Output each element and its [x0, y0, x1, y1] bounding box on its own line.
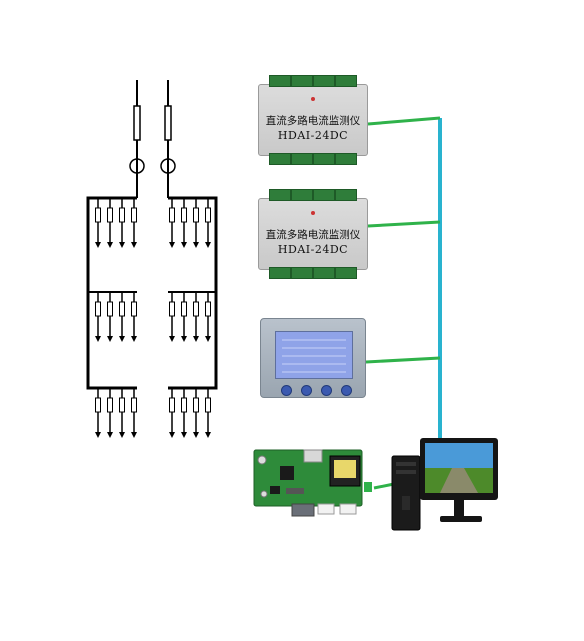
desktop-computer-icon [388, 436, 500, 536]
link-controller [373, 482, 395, 490]
branch-arrow [95, 336, 101, 342]
terminal-block [269, 267, 291, 279]
terminal-block [291, 267, 313, 279]
status-led [311, 211, 315, 215]
pcb-board-icon [252, 446, 374, 518]
branch-arrow [169, 432, 175, 438]
branch-arrow [119, 336, 125, 342]
branch-arrow [107, 432, 113, 438]
branch-fuse [95, 301, 101, 317]
meter-button [321, 385, 332, 396]
branch-fuse [119, 301, 125, 317]
bottom-terminal-row [269, 267, 357, 279]
branch-arrow [131, 336, 137, 342]
terminal-block [313, 189, 335, 201]
branch-fuse [205, 397, 211, 413]
branch-fuse [95, 397, 101, 413]
meter-button [281, 385, 292, 396]
branch-fuse [205, 207, 211, 223]
lcd-meter-icon [260, 318, 366, 398]
branch-fuse [181, 207, 187, 223]
branch-fuse [205, 301, 211, 317]
branch-fuse [181, 301, 187, 317]
branch-arrow [169, 336, 175, 342]
branch-arrow [169, 242, 175, 248]
module-model: HDAI-24DC [277, 243, 349, 256]
branch-arrow [119, 432, 125, 438]
branch-arrow [205, 242, 211, 248]
terminal-block [335, 75, 357, 87]
meter-button [341, 385, 352, 396]
branch-arrow [95, 432, 101, 438]
top-terminal-row [269, 189, 357, 201]
branch-fuse [107, 397, 113, 413]
current-transformer-right [160, 158, 176, 174]
branch-fuse [119, 207, 125, 223]
branch-fuse [119, 397, 125, 413]
branch-arrow [205, 432, 211, 438]
branch-fuse [193, 207, 199, 223]
branch-fuse [131, 301, 137, 317]
meter-screen [275, 331, 353, 379]
module-title: 直流多路电流监测仪 [265, 115, 361, 127]
terminal-block [269, 153, 291, 165]
current-monitor-module-1: 直流多路电流监测仪 HDAI-24DC [258, 75, 368, 165]
branch-arrow [205, 336, 211, 342]
terminal-block [291, 189, 313, 201]
branch-fuse [95, 207, 101, 223]
link-meter [365, 356, 441, 364]
branch-arrow [193, 432, 199, 438]
branch-arrow [131, 242, 137, 248]
branch-arrow [181, 336, 187, 342]
branch-fuse [181, 397, 187, 413]
bottom-terminal-row [269, 153, 357, 165]
status-led [311, 97, 315, 101]
terminal-block [313, 153, 335, 165]
terminal-block [335, 267, 357, 279]
branch-fuse [107, 301, 113, 317]
branch-fuse [193, 301, 199, 317]
branch-arrow [131, 432, 137, 438]
branch-arrow [181, 242, 187, 248]
branch-arrow [193, 242, 199, 248]
branch-arrow [107, 336, 113, 342]
terminal-block [335, 189, 357, 201]
branch-arrow [119, 242, 125, 248]
terminal-block [313, 75, 335, 87]
link-module-1 [367, 116, 441, 126]
link-module-2 [367, 220, 441, 228]
terminal-block [269, 75, 291, 87]
terminal-block [335, 153, 357, 165]
module-model: HDAI-24DC [277, 129, 349, 142]
module-title: 直流多路电流监测仪 [265, 229, 361, 241]
branch-fuse [169, 397, 175, 413]
top-terminal-row [269, 75, 357, 87]
terminal-block [291, 75, 313, 87]
branch-fuse [169, 301, 175, 317]
branch-arrow [107, 242, 113, 248]
current-transformer-left [129, 158, 145, 174]
feeder-fuse-left [133, 105, 141, 141]
branch-fuse [169, 207, 175, 223]
terminal-block [291, 153, 313, 165]
branch-arrow [181, 432, 187, 438]
branch-arrow [193, 336, 199, 342]
branch-arrow [95, 242, 101, 248]
feeder-fuse-right [164, 105, 172, 141]
terminal-block [313, 267, 335, 279]
branch-fuse [107, 207, 113, 223]
branch-fuse [131, 397, 137, 413]
current-monitor-module-2: 直流多路电流监测仪 HDAI-24DC [258, 189, 368, 279]
terminal-block [269, 189, 291, 201]
screen-grid [282, 339, 346, 373]
branch-fuse [131, 207, 137, 223]
branch-fuse [193, 397, 199, 413]
meter-button [301, 385, 312, 396]
